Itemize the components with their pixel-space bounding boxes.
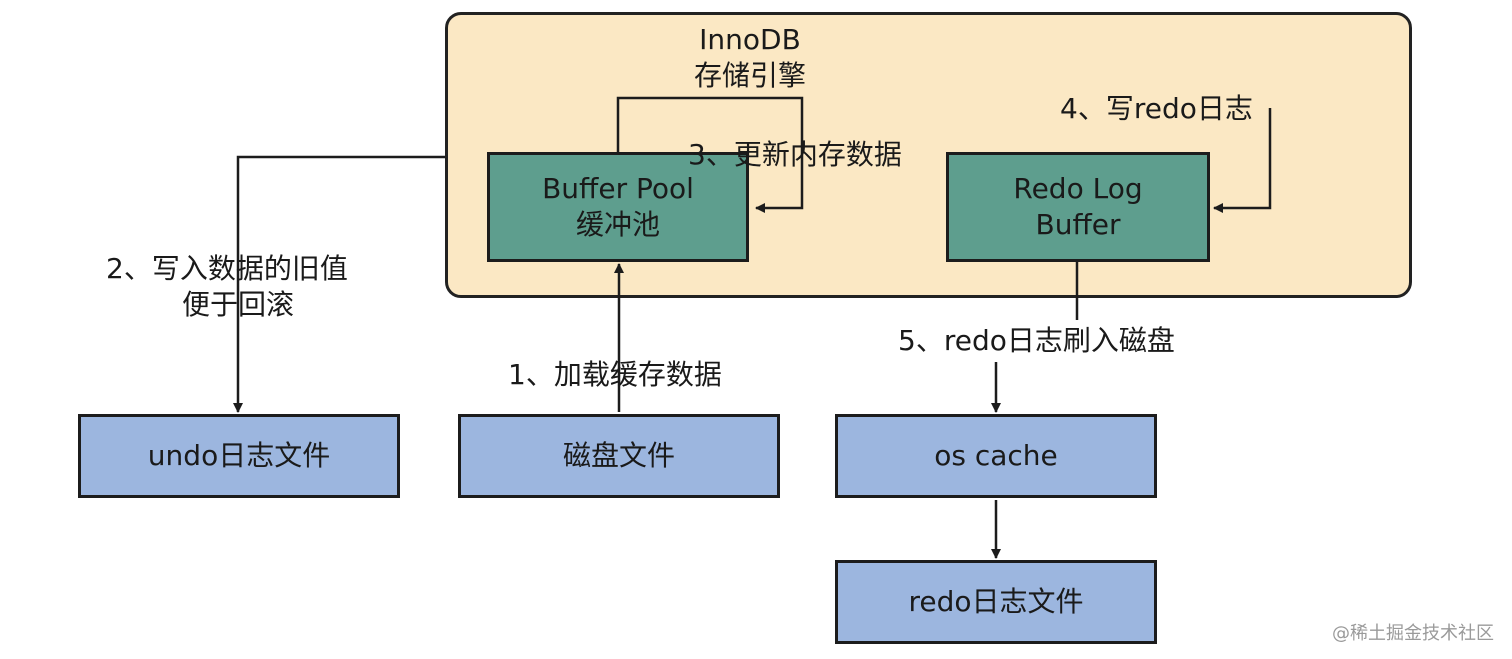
redo-log-file-label: redo日志文件 <box>908 585 1084 618</box>
step4-label: 4、写redo日志 <box>1060 92 1253 125</box>
step2-label-line2: 便于回滚 <box>182 288 295 321</box>
disk-file-label: 磁盘文件 <box>562 439 675 472</box>
buffer-pool-label: Buffer Pool <box>542 172 694 205</box>
step1-label: 1、加载缓存数据 <box>508 358 722 391</box>
buffer-pool-sublabel: 缓冲池 <box>575 208 660 241</box>
arrow-update-memory <box>616 96 804 213</box>
disk-file-box: 磁盘文件 <box>458 414 780 498</box>
undo-log-file-box: undo日志文件 <box>78 414 400 498</box>
arrow-write-redo <box>1213 108 1272 213</box>
redo-log-file-box: redo日志文件 <box>835 560 1157 644</box>
redo-log-buffer-label-line1: Redo Log <box>1013 172 1143 205</box>
os-cache-label: os cache <box>934 439 1058 472</box>
watermark: @稀土掘金技术社区 <box>1332 623 1494 644</box>
step5-label: 5、redo日志刷入磁盘 <box>898 324 1175 357</box>
step2-label-line1: 2、写入数据的旧值 <box>106 252 348 285</box>
engine-title-line2: 存储引擎 <box>693 59 806 92</box>
arrow-write-old-value <box>233 155 445 413</box>
engine-title-line1: InnoDB <box>699 23 801 56</box>
redo-log-buffer-label-line2: Buffer <box>1035 208 1121 241</box>
buffer-pool-box: Buffer Pool 缓冲池 <box>487 152 749 262</box>
undo-log-file-label: undo日志文件 <box>147 439 331 472</box>
step3-label: 3、更新内存数据 <box>688 138 902 171</box>
os-cache-box: os cache <box>835 414 1157 498</box>
engine-title: InnoDB 存储引擎 <box>640 22 860 94</box>
redo-log-buffer-box: Redo Log Buffer <box>946 152 1210 262</box>
